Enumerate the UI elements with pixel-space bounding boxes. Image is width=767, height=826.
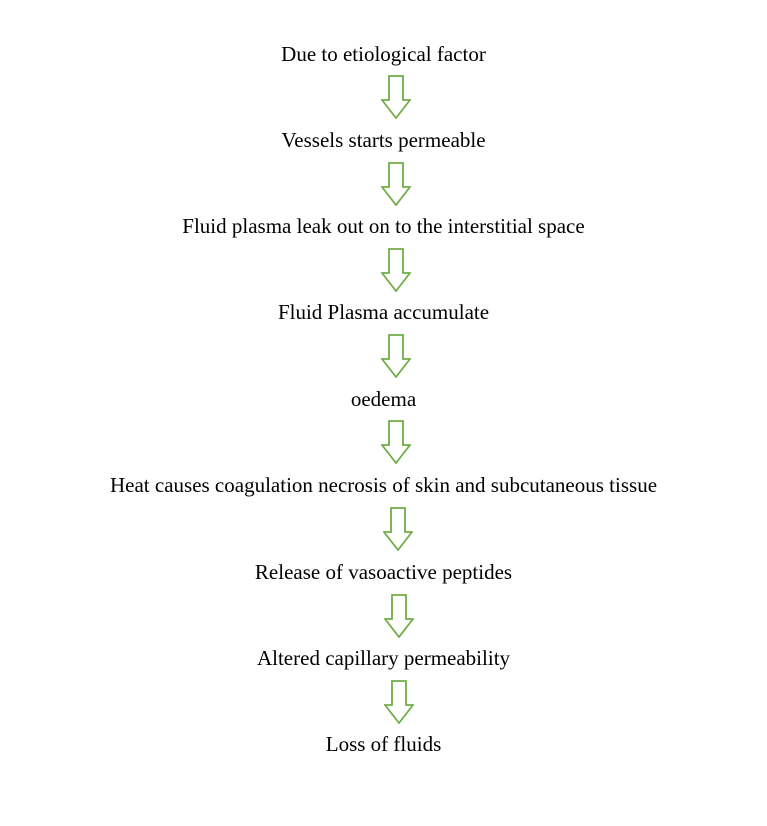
flow-step-2: Vessels starts permeable [281, 128, 486, 152]
flow-step-3: Fluid plasma leak out on to the intersti… [182, 214, 585, 238]
flow-step-4: Fluid Plasma accumulate [277, 300, 490, 324]
down-arrow-icon [384, 594, 414, 638]
flow-step-8: Altered capillary permeability [256, 646, 511, 670]
down-arrow-icon [381, 248, 411, 292]
down-arrow-icon [381, 334, 411, 378]
down-arrow-icon [381, 75, 411, 119]
flow-step-9: Loss of fluids [325, 732, 442, 756]
down-arrow-icon [383, 507, 413, 551]
flow-step-1: Due to etiological factor [281, 42, 486, 66]
down-arrow-icon [384, 680, 414, 724]
down-arrow-icon [381, 162, 411, 206]
flow-step-7: Release of vasoactive peptides [254, 560, 513, 584]
down-arrow-icon [381, 420, 411, 464]
flow-step-6: Heat causes coagulation necrosis of skin… [109, 473, 658, 497]
flow-step-5: oedema [350, 387, 417, 411]
